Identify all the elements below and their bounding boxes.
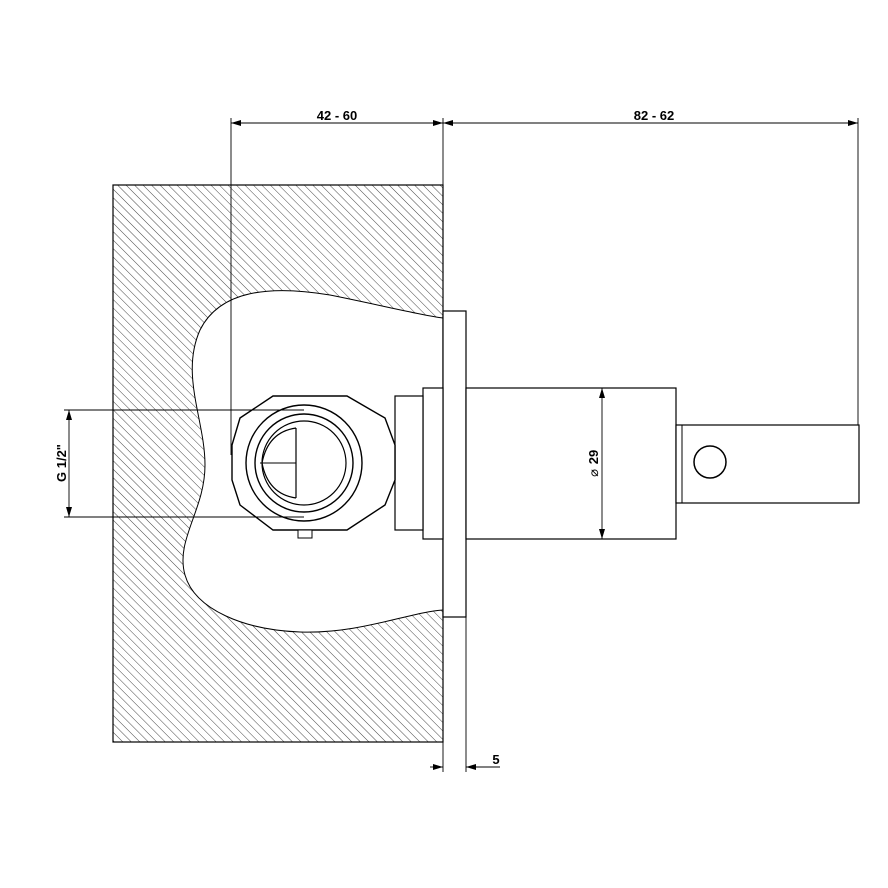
dimension-thread-label: G 1/2" — [54, 444, 69, 482]
inner-body — [394, 395, 424, 531]
valve-body — [465, 387, 677, 540]
step-plate — [422, 387, 444, 540]
dimension-projection-label: 82 - 62 — [634, 108, 674, 123]
dimension-plate-label: 5 — [492, 752, 499, 767]
extension-lines — [64, 118, 859, 772]
spindle-hole — [693, 445, 727, 479]
dimension-diameter-label: 29 — [586, 450, 601, 464]
dimension-recess: 42 - 60 — [231, 108, 443, 126]
dimension-thread: G 1/2" — [54, 410, 72, 517]
hex-connector — [231, 395, 396, 539]
dimension-recess-label: 42 - 60 — [317, 108, 357, 123]
spindle — [675, 424, 860, 504]
dimension-projection: 82 - 62 — [443, 108, 858, 126]
diameter-symbol-icon: ⌀ — [586, 469, 601, 477]
dimension-plate: 5 — [430, 752, 500, 770]
wall-flange — [442, 310, 467, 618]
dimension-diameter: ⌀ 29 — [586, 388, 605, 539]
